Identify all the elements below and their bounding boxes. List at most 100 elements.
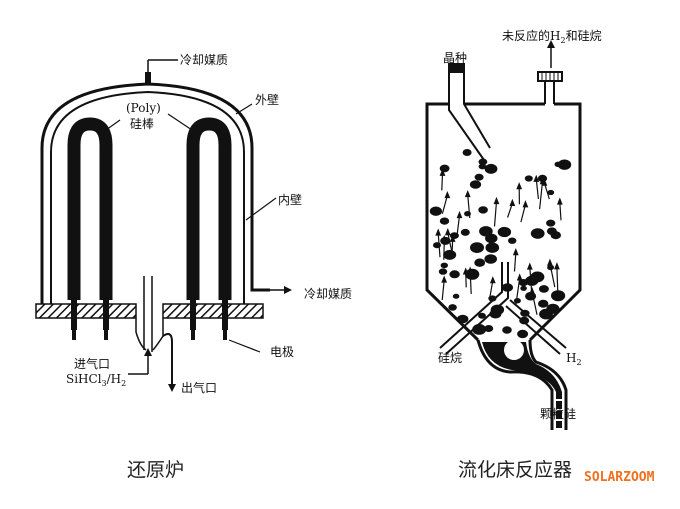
label-electrode: 电极	[270, 345, 294, 359]
silicon-particle	[460, 228, 470, 236]
flow-arrow	[441, 173, 444, 191]
silicon-particle	[457, 314, 469, 324]
flow-arrow	[437, 233, 441, 258]
silicon-particle	[448, 304, 457, 311]
flow-arrow-head	[441, 275, 448, 283]
discharge-fill	[482, 342, 562, 428]
silicon-particle	[539, 308, 553, 320]
silicon-particle	[497, 226, 512, 238]
flow-arrow-head	[556, 197, 563, 205]
silicon-particle	[490, 304, 505, 315]
silicon-particle	[546, 219, 556, 227]
bubble	[504, 340, 524, 360]
flow-arrow-head	[547, 258, 553, 266]
flow-arrow	[456, 215, 461, 237]
caption-reduction-furnace: 还原炉	[127, 459, 184, 481]
flow-arrow-head	[493, 196, 500, 205]
label-inlet-formula: SiHCl3/H2	[66, 372, 126, 388]
outlet-valve	[537, 40, 563, 104]
flow-arrow	[549, 263, 556, 288]
inner-wall	[50, 90, 245, 305]
seed-inlet-pipe	[448, 63, 491, 161]
flow-arrow-head	[462, 267, 469, 275]
discharge-pipe	[476, 339, 568, 430]
silicon-particle	[517, 329, 529, 339]
flow-arrow-head	[441, 234, 448, 243]
flow-arrow	[539, 181, 544, 210]
outlet-arrow-head	[168, 384, 176, 392]
flow-arrow	[467, 194, 471, 219]
feed-pipes	[439, 262, 567, 355]
label-seed: 晶种	[443, 51, 467, 65]
flow-arrow-head	[489, 276, 496, 284]
silicon-particle	[479, 226, 493, 237]
base-plate-right	[162, 303, 264, 319]
silicon-particle	[470, 242, 484, 254]
flow-arrow	[493, 201, 498, 227]
flow-arrow	[441, 195, 448, 214]
flow-arrow	[489, 280, 494, 298]
flow-arrow-head	[509, 198, 516, 207]
flow-arrow-head	[439, 168, 446, 176]
flow-arrow-head	[456, 210, 463, 219]
top-coolant-nozzle	[145, 59, 178, 84]
silicon-particle	[518, 279, 529, 287]
label-poly-rod-line1: (Poly)	[126, 101, 161, 115]
silicon-particles	[429, 149, 572, 339]
silicon-particle	[478, 163, 487, 170]
gas-flow-arrows	[435, 168, 563, 315]
silicon-particle	[554, 161, 562, 167]
flow-arrow	[515, 277, 521, 306]
silicon-particle	[478, 158, 488, 166]
flow-arrow	[559, 201, 562, 221]
flow-arrow-head	[449, 234, 456, 242]
label-granular-silicon: 颗粒硅	[540, 406, 576, 421]
silicon-particle	[530, 228, 545, 239]
silicon-particle	[438, 268, 448, 275]
caption-fluidized-bed-reactor: 流化床反应器	[458, 459, 572, 481]
silicon-particle	[551, 290, 566, 302]
flow-arrow-head	[554, 262, 560, 270]
silicon-particle	[439, 217, 450, 225]
base-plate-left	[35, 303, 137, 319]
silicon-rod-left	[67, 117, 113, 300]
leader-lines	[105, 103, 277, 353]
silicon-particle	[520, 285, 527, 291]
silicon-particle	[474, 173, 484, 181]
flow-arrow	[556, 266, 559, 293]
flow-arrow-head	[516, 273, 523, 281]
silicon-particle	[443, 249, 457, 260]
silicon-particle	[439, 164, 450, 173]
label-outlet: 出气口	[181, 380, 217, 395]
flow-arrow-head	[444, 228, 451, 236]
silicon-particle	[538, 285, 549, 293]
silicon-particle	[524, 175, 533, 182]
inlet-arrow	[128, 348, 152, 375]
silicon-particle	[502, 326, 512, 334]
flow-arrow-head	[541, 178, 548, 186]
silicon-particle	[484, 254, 498, 264]
flow-arrow-head	[444, 190, 451, 199]
silicon-rod-right	[186, 117, 232, 300]
silicon-particle	[440, 262, 448, 269]
silicon-particle	[478, 206, 488, 214]
flow-arrow	[443, 239, 445, 260]
silicon-particle	[462, 149, 472, 156]
flow-arrow	[529, 267, 533, 295]
silicon-particle	[449, 270, 460, 279]
flow-arrow-head	[464, 189, 471, 198]
flow-arrow	[513, 252, 517, 272]
gas-pipes	[135, 276, 173, 390]
flow-arrow-head	[512, 248, 519, 256]
silicon-particle	[485, 242, 500, 253]
label-silane: 硅烷	[438, 351, 462, 365]
silicon-particle	[484, 163, 498, 174]
fluidized-bed-reactor: 未反应的H2和硅烷 晶种 硅烷 H2 颗粒硅 流化床反应器	[425, 28, 602, 481]
flow-arrow	[469, 271, 472, 295]
reactor-vessel	[425, 102, 582, 342]
silicon-particle	[557, 159, 572, 170]
flow-arrow-head	[516, 182, 523, 190]
electrodes	[71, 298, 228, 340]
label-inlet-line1: 进气口	[74, 356, 110, 371]
